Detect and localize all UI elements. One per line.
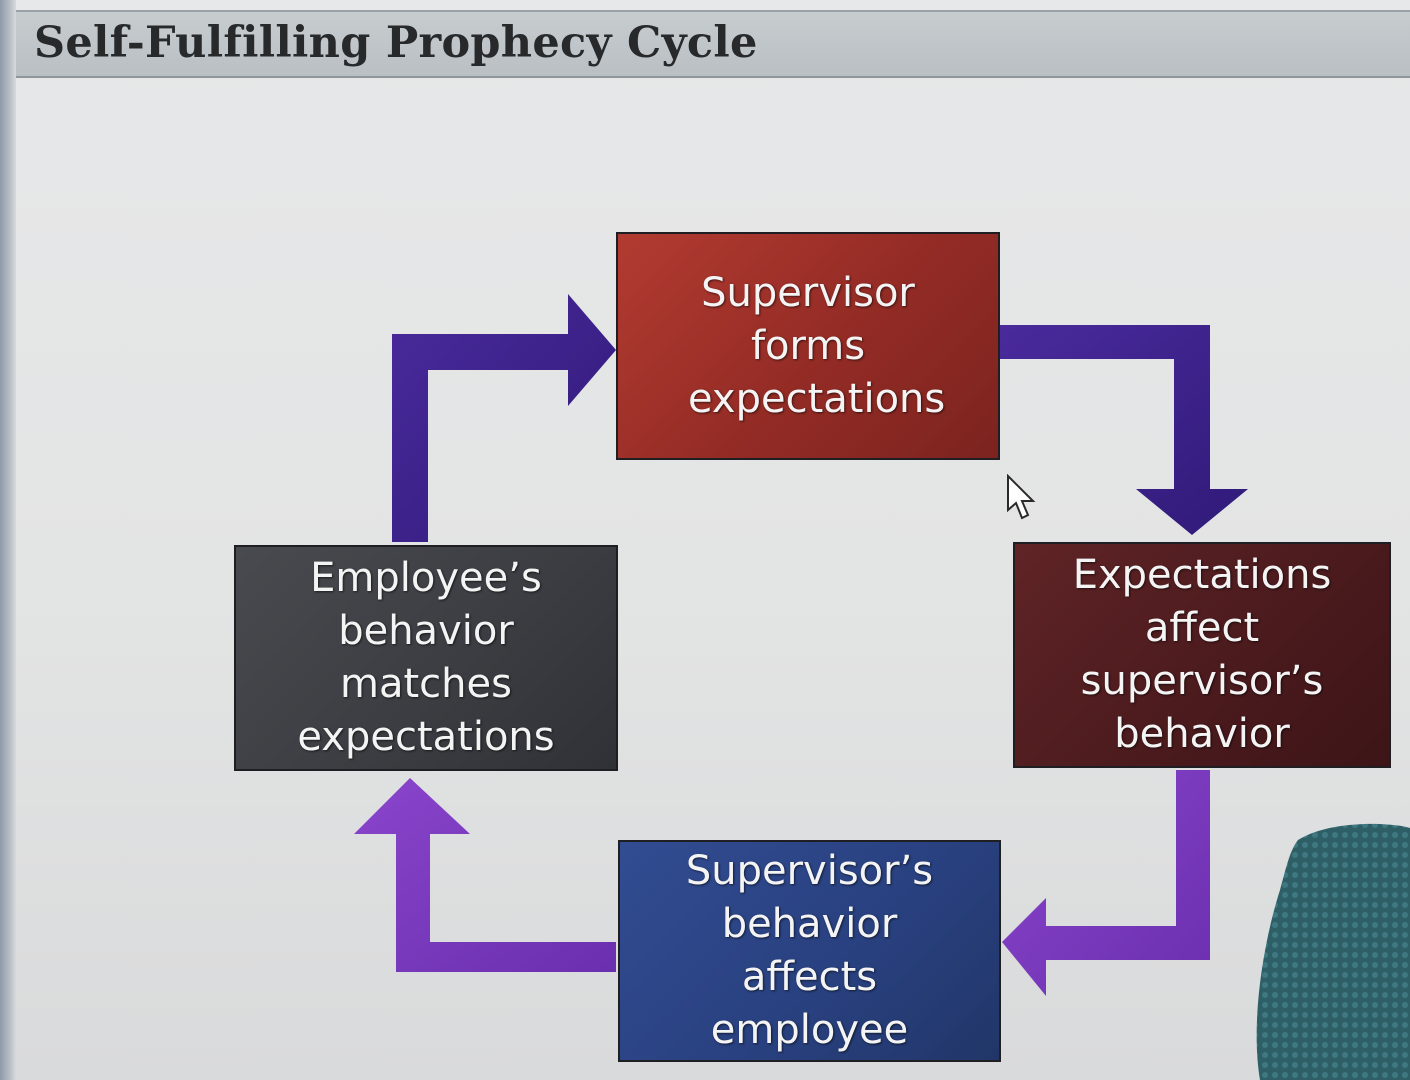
- arrow-right-to-bottom: [1002, 770, 1210, 996]
- title-bar: Self-Fulfilling Prophecy Cycle: [16, 10, 1410, 78]
- arrow-top-to-right: [1000, 325, 1248, 535]
- arrow-left-to-top: [392, 294, 616, 542]
- window-edge: [0, 0, 16, 1080]
- node-supervisor-forms-expectations: Supervisor forms expectations: [616, 232, 1000, 460]
- node-behavior-affects-employee: Supervisor’s behavior affects employee: [618, 840, 1001, 1062]
- node-expectations-affect-behavior: Expectations affect supervisor’s behavio…: [1013, 542, 1391, 768]
- node-top-label: Supervisor forms expectations: [688, 269, 946, 422]
- mouse-pointer-icon: [1007, 474, 1036, 520]
- node-bottom-label: Supervisor’s behavior affects employee: [685, 848, 934, 1053]
- slide-title: Self-Fulfilling Prophecy Cycle: [34, 18, 758, 68]
- fabric-object: [1256, 823, 1410, 1080]
- node-right-label: Expectations affect supervisor’s behavio…: [1072, 552, 1332, 757]
- node-employee-behavior-matches: Employee’s behavior matches expectations: [234, 545, 618, 771]
- arrow-bottom-to-left: [354, 778, 616, 972]
- node-left-label: Employee’s behavior matches expectations: [297, 555, 555, 760]
